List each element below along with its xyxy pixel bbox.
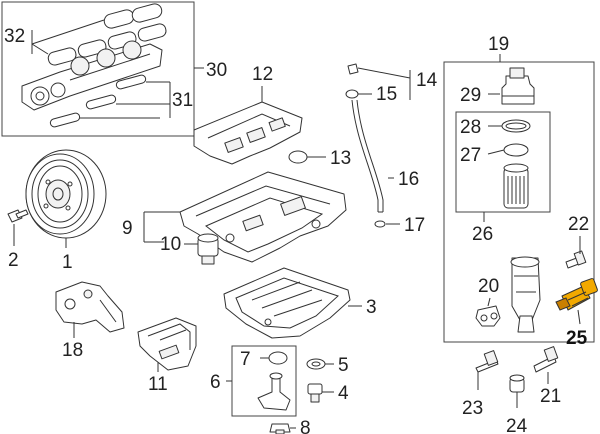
leader-9 [143, 211, 180, 243]
part-1-vibration-damper[interactable] [25, 149, 107, 239]
callout-15[interactable]: 15 [376, 84, 397, 105]
leaders-dipstick [357, 67, 411, 225]
part-9-oil-pan-upper[interactable] [179, 171, 347, 263]
part-8-bolt[interactable] [269, 423, 291, 434]
callout-29[interactable]: 29 [460, 85, 481, 106]
callout-5[interactable]: 5 [338, 355, 349, 376]
callout-24[interactable]: 24 [506, 416, 528, 434]
leader-25 [577, 309, 581, 325]
part-20-filter-housing[interactable] [510, 256, 541, 333]
callout-19[interactable]: 19 [488, 34, 509, 55]
part-18-bracket[interactable] [55, 281, 125, 333]
part-24-valve[interactable] [509, 374, 525, 393]
callout-13[interactable]: 13 [330, 148, 351, 169]
part-20-bracket[interactable] [475, 305, 501, 327]
part-intake-manifold[interactable] [21, 40, 163, 111]
part-16-dipstick-tube[interactable] [345, 63, 386, 228]
callout-6[interactable]: 6 [210, 372, 221, 393]
callout-31[interactable]: 31 [172, 90, 193, 111]
part-22-bolt[interactable] [565, 250, 587, 269]
part-11-baffle[interactable] [137, 317, 197, 371]
part-filter-element[interactable] [503, 163, 529, 209]
callout-28[interactable]: 28 [460, 117, 481, 138]
part-32-gaskets[interactable] [47, 2, 167, 66]
callout-22[interactable]: 22 [568, 214, 589, 235]
callout-25[interactable]: 25 [566, 328, 588, 349]
frame-oil-filter-group [443, 61, 595, 343]
part-23-stud[interactable] [475, 350, 499, 373]
frame-filter-element-group [455, 111, 551, 213]
callout-18[interactable]: 18 [62, 340, 83, 361]
part-21-bolt[interactable] [533, 346, 559, 373]
callout-14[interactable]: 14 [416, 70, 438, 91]
part-15-seal[interactable] [345, 89, 359, 99]
callout-8[interactable]: 8 [300, 418, 311, 434]
leader-27 [487, 149, 505, 155]
leader-20 [487, 297, 491, 307]
part-31-gaskets[interactable] [49, 74, 147, 128]
part-7-o-ring[interactable] [268, 351, 288, 365]
callout-12[interactable]: 12 [252, 64, 273, 85]
callout-2[interactable]: 2 [8, 250, 19, 271]
callout-labels: 32 30 31 12 13 14 15 16 17 19 29 28 27 2… [4, 26, 589, 434]
part-3-oil-pan-lower[interactable] [223, 267, 351, 339]
callout-21[interactable]: 21 [540, 386, 561, 407]
callout-23[interactable]: 23 [462, 398, 483, 419]
part-25-oil-sensor[interactable] [555, 278, 598, 311]
part-12-baffle[interactable] [193, 86, 303, 165]
frame-intake-group [1, 1, 195, 137]
part-27-seal[interactable] [503, 143, 529, 157]
part-pickup-tube[interactable] [257, 372, 291, 411]
part-13-o-ring[interactable] [288, 150, 308, 164]
leaders-intake [31, 19, 204, 119]
callout-17[interactable]: 17 [404, 215, 425, 236]
part-10-plug[interactable] [197, 233, 219, 265]
callout-7[interactable]: 7 [240, 349, 251, 370]
callout-26[interactable]: 26 [472, 224, 493, 245]
callout-27[interactable]: 27 [460, 145, 481, 166]
callout-3[interactable]: 3 [366, 297, 377, 318]
part-17-o-ring[interactable] [374, 220, 386, 228]
part-29-filter-cap[interactable] [501, 67, 535, 105]
callout-32[interactable]: 32 [4, 26, 25, 47]
part-5-washer[interactable] [306, 358, 326, 370]
part-4-drain-plug[interactable] [307, 383, 323, 403]
callout-1[interactable]: 1 [62, 252, 73, 273]
callout-16[interactable]: 16 [398, 169, 419, 190]
callout-10[interactable]: 10 [160, 234, 181, 255]
callout-4[interactable]: 4 [338, 383, 349, 404]
callout-9[interactable]: 9 [122, 218, 133, 239]
callout-30[interactable]: 30 [206, 60, 227, 81]
callout-20[interactable]: 20 [478, 276, 499, 297]
part-2-bolt[interactable] [7, 209, 29, 223]
callout-11[interactable]: 11 [148, 374, 168, 395]
